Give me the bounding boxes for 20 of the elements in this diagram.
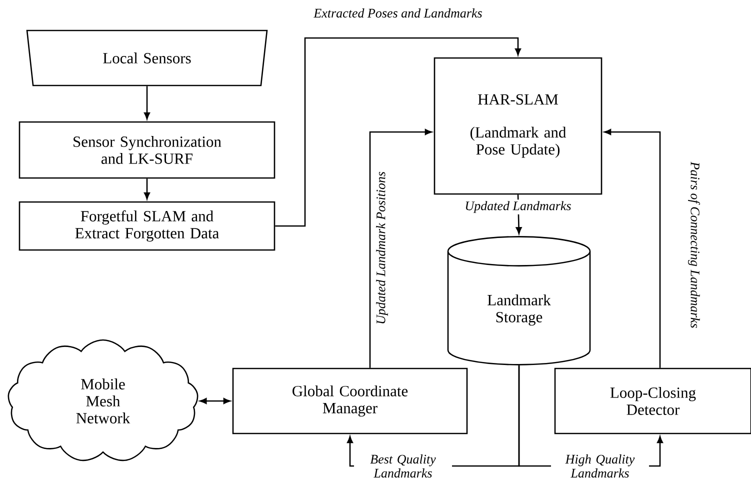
process-box: Forgetful SLAM and Extract Forgotten Data bbox=[18, 201, 276, 251]
edge-label: Pairs of Connecting Landmarks bbox=[686, 160, 702, 330]
process-box: Loop-Closing Detector bbox=[554, 368, 751, 434]
edge-label: Updated Landmark Positions bbox=[374, 170, 390, 326]
network-cloud: Mobile Mesh Network bbox=[8, 339, 198, 462]
process-box: Sensor Synchronization and LK-SURF bbox=[18, 121, 276, 179]
arrow bbox=[144, 178, 150, 200]
storage-cylinder: Landmark Storage bbox=[447, 236, 591, 366]
arrow bbox=[275, 37, 521, 227]
arrow bbox=[200, 398, 230, 404]
process-box: Global Coordinate Manager bbox=[232, 368, 468, 434]
arrow bbox=[144, 86, 150, 120]
edge-label: Updated Landmarks bbox=[463, 200, 573, 214]
edge-label: Extracted Poses and Landmarks bbox=[312, 6, 484, 20]
process-box: HAR-SLAM (Landmark and Pose Update) bbox=[434, 57, 602, 195]
edge-label: Best Quality Landmarks bbox=[354, 452, 452, 480]
arrow bbox=[604, 129, 661, 368]
trapezoid-box: Local Sensors bbox=[26, 30, 268, 86]
edge-label: High Quality Landmarks bbox=[551, 452, 649, 480]
arrow bbox=[369, 129, 432, 368]
